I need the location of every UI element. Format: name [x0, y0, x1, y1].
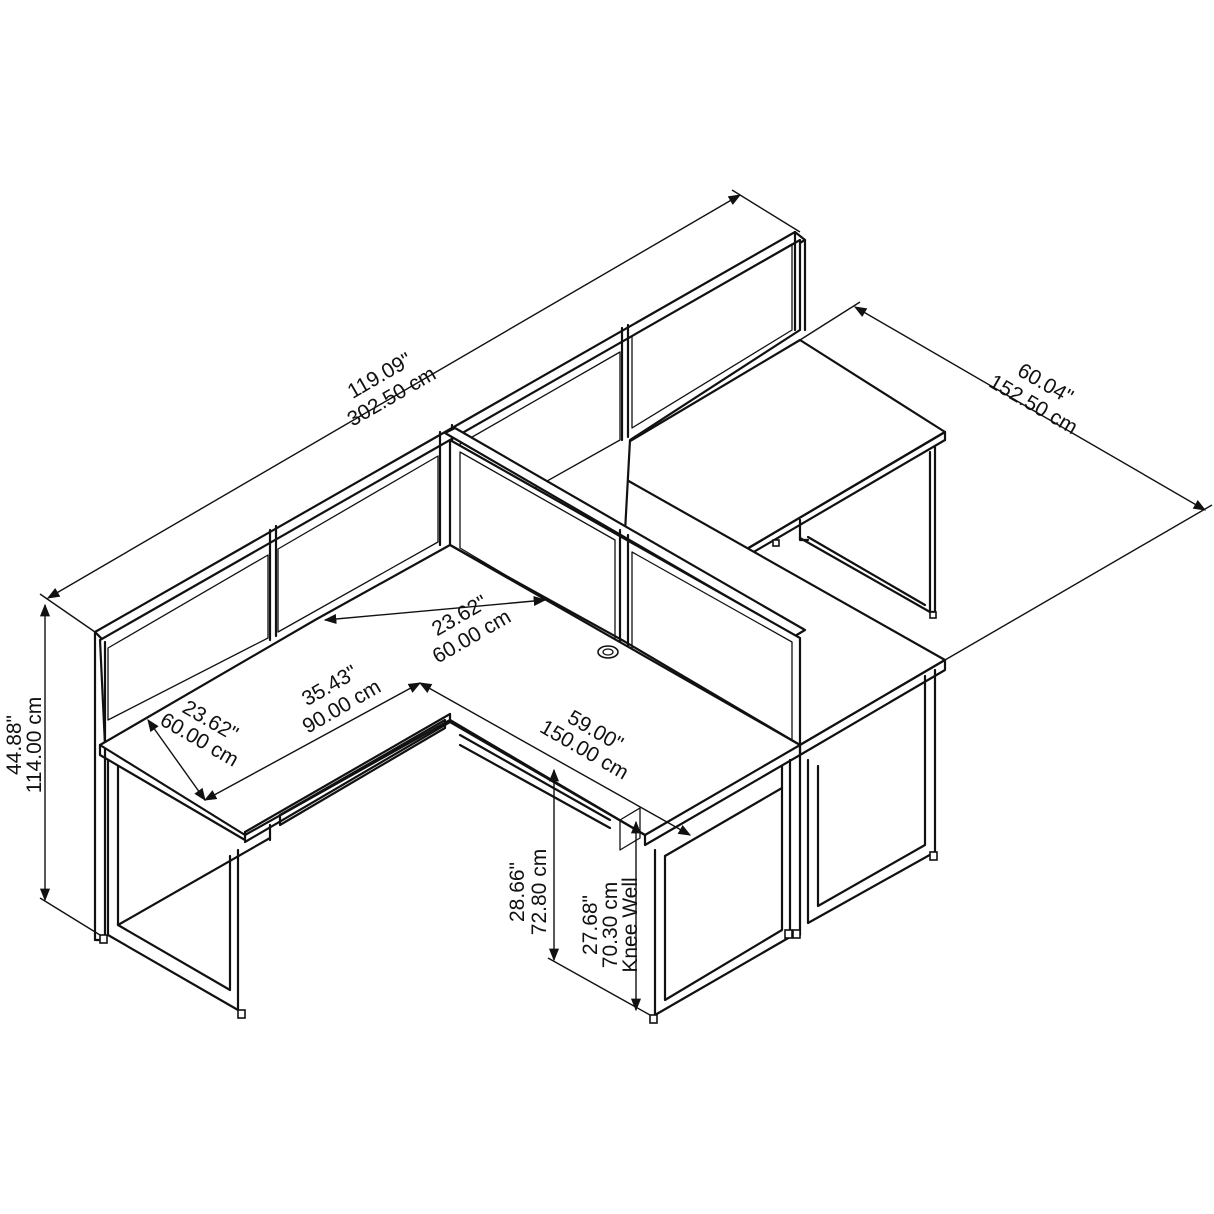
dim-label-panel-height: 44.88" 114.00 cm	[3, 697, 46, 794]
dimension-lines	[39, 189, 1213, 1016]
knee-well-imperial: 27.68"	[579, 895, 602, 955]
knee-well-metric: 70.30 cm	[599, 882, 622, 968]
dim-label-overall-depth: 60.04" 152.50 cm	[985, 359, 1081, 439]
dim-label-knee-well: 27.68" 70.30 cm Knee Well	[579, 877, 642, 972]
panel-height-imperial: 44.88"	[3, 715, 26, 775]
desk-height-imperial: 28.66"	[506, 862, 529, 922]
dim-label-overall-length: 119.09" 302.50 cm	[344, 348, 440, 431]
panel-height-metric: 114.00 cm	[23, 697, 46, 794]
knee-well-note: Knee Well	[619, 877, 642, 972]
desk-height-metric: 72.80 cm	[528, 849, 551, 935]
grommet-icon	[597, 645, 619, 659]
dim-label-desk-height: 28.66" 72.80 cm	[506, 849, 551, 935]
